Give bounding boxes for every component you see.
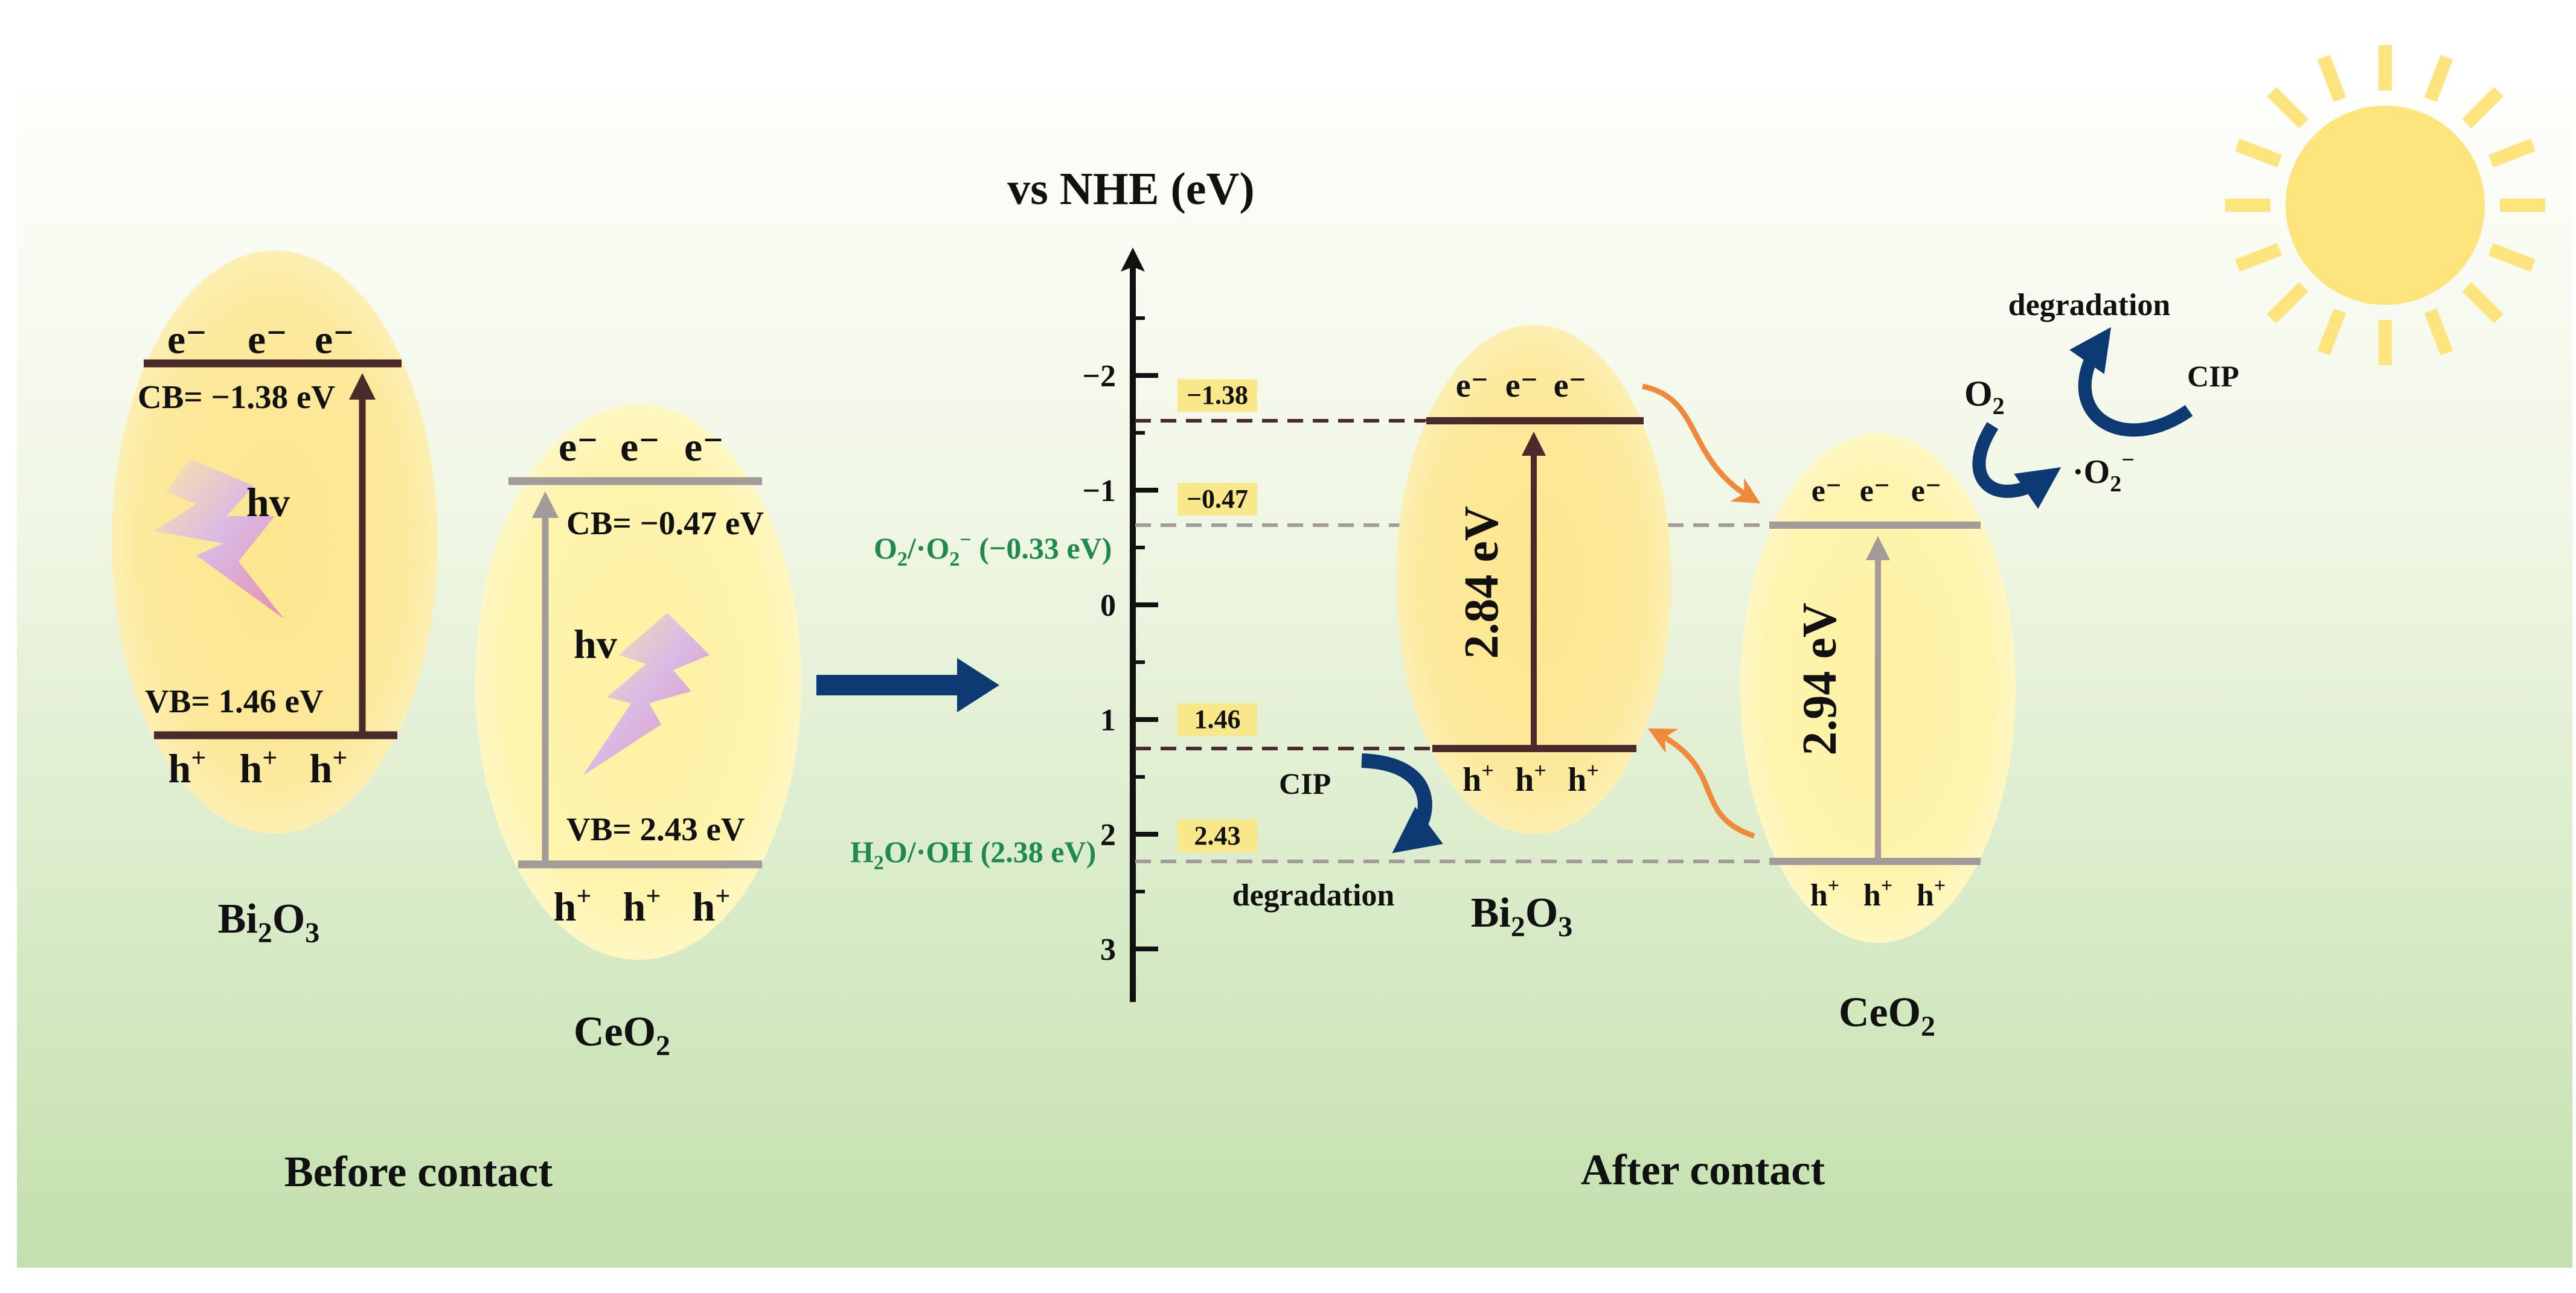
electron: e⁻ bbox=[1911, 474, 1942, 508]
electron: e⁻ bbox=[620, 424, 660, 470]
bi2o3-holes-before: h+ h+ h+ bbox=[168, 743, 348, 791]
tick-label: 0 bbox=[1100, 589, 1116, 623]
hole: h+ bbox=[168, 743, 207, 791]
hole: h+ bbox=[623, 881, 661, 930]
axis-title: vs NHE (eV) bbox=[1007, 164, 1255, 214]
background-panel bbox=[17, 91, 2572, 1268]
tick-label: 2 bbox=[1100, 818, 1116, 852]
bi2o3-electrons-before: e⁻ e⁻ e⁻ bbox=[167, 316, 354, 362]
electron-transfer-arrow bbox=[1642, 383, 1761, 504]
electron: e⁻ bbox=[1812, 474, 1842, 508]
axis-ticks: −2 −1 0 1 2 3 bbox=[1082, 316, 1158, 967]
before-contact-caption: Before contact bbox=[284, 1148, 553, 1196]
ceo2-holes-after: h+ h+ h+ bbox=[1810, 875, 1946, 913]
electron: e⁻ bbox=[1505, 367, 1538, 404]
bi2o3-name-after: Bi2O3 bbox=[1471, 890, 1573, 943]
hole: h+ bbox=[1463, 758, 1494, 799]
ceo2-holes-before: h+ h+ h+ bbox=[554, 881, 731, 930]
hole: h+ bbox=[1568, 758, 1599, 799]
level-label-boxes: −1.38 −0.47 1.46 2.43 bbox=[1177, 379, 1257, 852]
ceo2-cb-label-before: CB= −0.47 eV bbox=[566, 505, 764, 541]
ceo2-bandgap-label: 2.94 eV bbox=[1793, 602, 1847, 755]
ceo2-vb-label-before: VB= 2.43 eV bbox=[566, 811, 745, 848]
hole: h+ bbox=[554, 881, 592, 930]
hole: h+ bbox=[1917, 875, 1946, 913]
lightning-icon bbox=[154, 459, 284, 619]
bi2o3-electrons-after: e⁻ e⁻ e⁻ bbox=[1456, 367, 1586, 404]
tick-label: 1 bbox=[1100, 703, 1116, 738]
hole: h+ bbox=[240, 743, 278, 791]
electron: e⁻ bbox=[1456, 367, 1488, 404]
tick-label: 3 bbox=[1100, 933, 1116, 967]
hole: h+ bbox=[1515, 758, 1546, 799]
bi2o3-vb-label-before: VB= 1.46 eV bbox=[145, 683, 324, 720]
lightning-icon bbox=[583, 613, 710, 776]
o2-superoxide-potential: O2/·O2− (−0.33 eV) bbox=[874, 529, 1112, 570]
o2-label: O2 bbox=[1964, 374, 2005, 420]
after-contact-caption: After contact bbox=[1581, 1146, 1825, 1194]
level-box-cb-bi2o3: −1.38 bbox=[1187, 380, 1248, 410]
superoxide-label: ·O2− bbox=[2072, 447, 2135, 497]
ceo2-name-after: CeO2 bbox=[1839, 989, 1935, 1042]
bi2o3-cb-label-before: CB= −1.38 eV bbox=[138, 378, 335, 415]
superoxide-degradation-arrow bbox=[2069, 327, 2193, 437]
water-hydroxyl-potential: H2O/·OH (2.38 eV) bbox=[850, 835, 1096, 874]
cip-label-right: CIP bbox=[2187, 359, 2239, 393]
hole: h+ bbox=[693, 881, 731, 930]
electron: e⁻ bbox=[1860, 474, 1891, 508]
hv-label: hv bbox=[246, 479, 290, 525]
electron: e⁻ bbox=[684, 424, 724, 470]
electron: e⁻ bbox=[315, 316, 354, 362]
sun-icon bbox=[2225, 45, 2545, 365]
electron: e⁻ bbox=[559, 424, 598, 470]
hole: h+ bbox=[1810, 875, 1839, 913]
level-box-cb-ceo2: −0.47 bbox=[1187, 484, 1248, 514]
hole-transfer-arrow bbox=[1648, 728, 1755, 839]
bi2o3-bandgap-label: 2.84 eV bbox=[1455, 506, 1508, 659]
ceo2-electrons-after: e⁻ e⁻ e⁻ bbox=[1812, 474, 1942, 508]
electron: e⁻ bbox=[1554, 367, 1586, 404]
ceo2-electrons-before: e⁻ e⁻ e⁻ bbox=[559, 424, 724, 470]
level-box-vb-bi2o3: 1.46 bbox=[1194, 704, 1241, 734]
cip-label-left: CIP bbox=[1279, 767, 1331, 800]
transition-arrow bbox=[816, 658, 999, 712]
bi2o3-holes-after: h+ h+ h+ bbox=[1463, 758, 1599, 799]
level-box-vb-ceo2: 2.43 bbox=[1194, 821, 1241, 851]
degradation-label-left: degradation bbox=[1232, 878, 1395, 913]
electron: e⁻ bbox=[248, 316, 287, 362]
hole: h+ bbox=[1863, 875, 1892, 913]
bi2o3-name-before: Bi2O3 bbox=[218, 896, 320, 949]
tick-label: −1 bbox=[1082, 474, 1116, 508]
ceo2-name-before: CeO2 bbox=[574, 1009, 670, 1062]
tick-label: −2 bbox=[1082, 359, 1116, 394]
hv-label: hv bbox=[574, 621, 617, 667]
cip-degradation-arrow-left bbox=[1361, 753, 1443, 854]
degradation-label-right: degradation bbox=[2008, 288, 2171, 322]
hole: h+ bbox=[310, 743, 348, 791]
o2-reduction-arrow bbox=[1972, 422, 2062, 509]
electron: e⁻ bbox=[167, 316, 207, 362]
